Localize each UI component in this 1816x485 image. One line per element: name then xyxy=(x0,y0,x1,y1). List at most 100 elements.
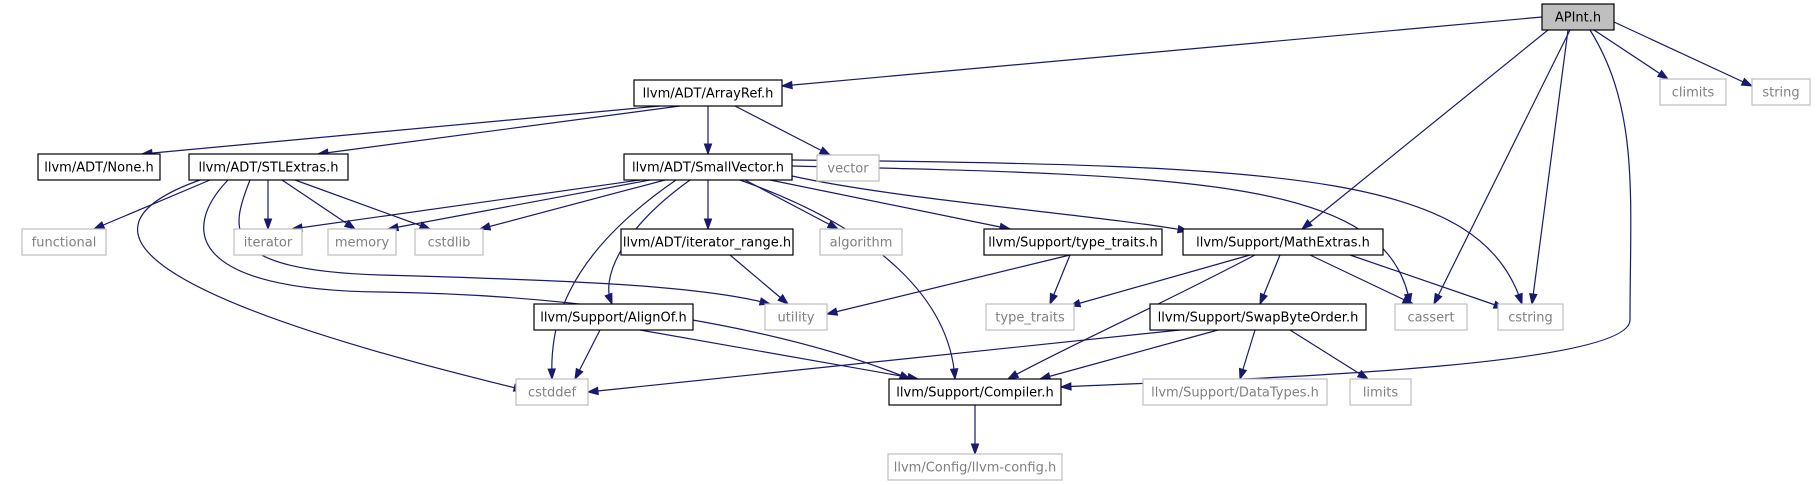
node-label: llvm/ADT/iterator_range.h xyxy=(623,236,791,251)
node-swapbyteorder[interactable]: llvm/Support/SwapByteOrder.h xyxy=(1149,303,1367,331)
node-apint[interactable]: APInt.h xyxy=(1541,3,1615,31)
arrowhead-mathextras xyxy=(1300,219,1313,230)
edge-stlextras-to-cstdlib xyxy=(294,179,431,230)
edge-smallvector-to-iterator xyxy=(291,179,641,230)
node-box xyxy=(888,378,1062,406)
node-box xyxy=(764,303,828,331)
edge-apint-to-arrayref xyxy=(781,16,1543,87)
arrowhead-cstdlib xyxy=(478,222,492,231)
node-box xyxy=(1149,303,1367,331)
node-limits: limits xyxy=(1349,378,1412,406)
node-box xyxy=(1394,303,1468,331)
arrowhead-cstring xyxy=(1529,293,1538,306)
node-alignof[interactable]: llvm/Support/AlignOf.h xyxy=(533,303,694,331)
node-box xyxy=(816,154,880,182)
edge-swapbyteorder-to-compiler xyxy=(1039,329,1219,380)
node-label: llvm/Support/SwapByteOrder.h xyxy=(1158,311,1359,326)
dependency-edges xyxy=(92,16,1754,456)
node-label: APInt.h xyxy=(1555,11,1601,26)
node-box xyxy=(819,228,903,256)
node-label: llvm/ADT/ArrayRef.h xyxy=(643,87,774,102)
node-mathextras[interactable]: llvm/Support/MathExtras.h xyxy=(1182,228,1384,256)
node-algorithm: algorithm xyxy=(819,228,903,256)
node-label: llvm/Support/type_traits.h xyxy=(988,236,1158,251)
node-box xyxy=(533,303,694,331)
node-label: algorithm xyxy=(830,236,893,251)
node-memory: memory xyxy=(327,228,397,256)
node-label: type_traits xyxy=(995,311,1065,326)
node-iterator-range[interactable]: llvm/ADT/iterator_range.h xyxy=(620,228,794,256)
edge-type_traits_h-to-utility xyxy=(826,254,1071,315)
node-label: llvm/ADT/SmallVector.h xyxy=(632,161,784,176)
arrowhead-datatypes xyxy=(1238,367,1248,381)
edge-smallvector-to-type_traits_h xyxy=(769,179,1011,230)
edge-smallvector-to-compiler xyxy=(739,179,956,380)
edge-apint-to-string xyxy=(1613,21,1753,87)
node-label: llvm/ADT/STLExtras.h xyxy=(198,161,338,176)
node-label: vector xyxy=(827,162,869,177)
node-box xyxy=(1751,78,1811,106)
node-none[interactable]: llvm/ADT/None.h xyxy=(37,153,161,181)
node-label: cstddef xyxy=(528,386,577,401)
arrowhead-cassert xyxy=(1433,292,1443,306)
node-datatypes: llvm/Support/DataTypes.h xyxy=(1142,378,1328,406)
edge-alignof-to-compiler xyxy=(639,329,919,380)
node-type-traits-h[interactable]: llvm/Support/type_traits.h xyxy=(983,228,1163,256)
node-label: llvm/Support/AlignOf.h xyxy=(540,311,687,326)
node-box xyxy=(1349,378,1412,406)
node-box xyxy=(985,303,1075,331)
edge-apint-to-mathextras xyxy=(1301,29,1549,230)
node-box xyxy=(983,228,1163,256)
node-box xyxy=(1541,3,1615,31)
node-box xyxy=(1497,303,1564,331)
node-arrayref[interactable]: llvm/ADT/ArrayRef.h xyxy=(633,79,783,107)
edge-smallvector-to-cstdlib xyxy=(479,179,666,230)
node-label: llvm/Support/DataTypes.h xyxy=(1151,386,1319,401)
node-label: cstring xyxy=(1508,311,1552,326)
arrowhead-limits xyxy=(1356,369,1370,380)
arrowhead-alignof xyxy=(604,292,613,306)
node-climits: climits xyxy=(1659,78,1727,106)
edge-mathextras-to-compiler xyxy=(1007,254,1256,380)
node-box xyxy=(188,153,349,181)
arrowhead-utility xyxy=(825,307,839,316)
arrowhead-cstddef xyxy=(547,368,557,381)
edge-arrayref-to-stlextras xyxy=(317,105,681,155)
edge-smallvector-to-cstddef xyxy=(551,179,677,380)
node-box xyxy=(327,228,397,256)
edge-smallvector-to-memory xyxy=(387,179,651,230)
node-box xyxy=(414,228,484,256)
node-box xyxy=(1142,378,1328,406)
arrowhead-swapbyteorder xyxy=(1259,292,1268,306)
edge-arrayref-to-vector xyxy=(734,105,831,156)
node-box xyxy=(633,79,783,107)
node-label: llvm/ADT/None.h xyxy=(44,161,153,176)
node-label: utility xyxy=(778,311,815,326)
edge-stlextras-to-utility xyxy=(238,179,771,305)
edge-apint-to-cstring xyxy=(1531,29,1569,305)
node-iterator: iterator xyxy=(233,228,303,256)
node-cstddef: cstddef xyxy=(515,378,589,406)
edge-swapbyteorder-to-limits xyxy=(1289,329,1369,380)
node-smallvector[interactable]: llvm/ADT/SmallVector.h xyxy=(623,153,793,181)
arrowhead-type_traits xyxy=(1049,292,1058,306)
node-box xyxy=(623,153,793,181)
edge-arrayref-to-none xyxy=(141,105,661,155)
edge-swapbyteorder-to-cstddef xyxy=(587,329,1181,393)
node-box xyxy=(37,153,161,181)
edge-mathextras-to-cstring xyxy=(1349,254,1505,309)
edge-apint-to-cassert xyxy=(1433,29,1571,305)
node-box xyxy=(21,228,107,256)
edge-smallvector-to-cassert xyxy=(791,165,1411,305)
node-box xyxy=(620,228,794,256)
node-box xyxy=(1659,78,1727,106)
arrowhead-string xyxy=(1740,77,1754,87)
node-label: llvm/Support/Compiler.h xyxy=(896,386,1053,401)
node-cstring: cstring xyxy=(1497,303,1564,331)
edge-stlextras-to-cstddef xyxy=(137,179,525,391)
node-stlextras[interactable]: llvm/ADT/STLExtras.h xyxy=(188,153,349,181)
node-compiler[interactable]: llvm/Support/Compiler.h xyxy=(888,378,1062,406)
arrowhead-arrayref xyxy=(780,80,793,90)
